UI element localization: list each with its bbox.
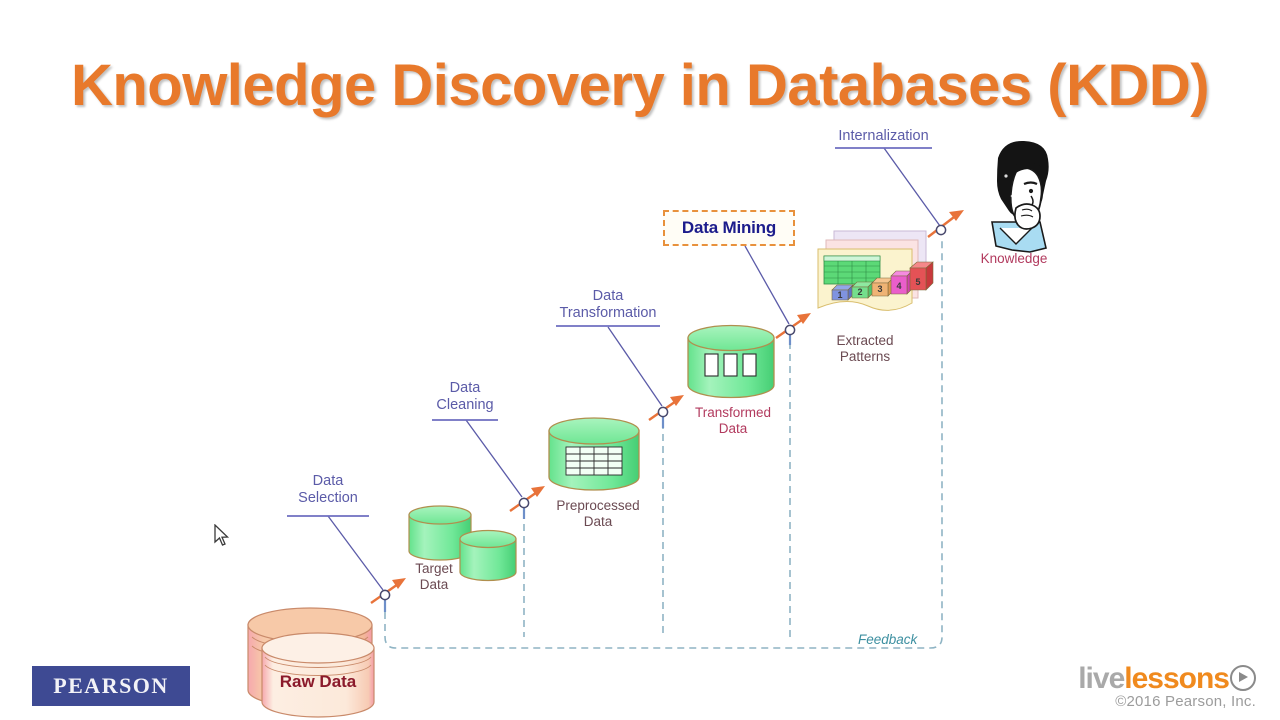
caption-target-data: Target Data — [400, 561, 468, 593]
caption-line1: Transformed — [694, 405, 772, 420]
step-label-line1: Data — [592, 288, 624, 304]
extracted-patterns-icon: 1 2 3 4 5 — [817, 230, 934, 311]
target-data-icon — [408, 505, 517, 582]
step-label-data-transformation: Data Transformation — [556, 288, 660, 322]
caption-preprocessed-data: Preprocessed Data — [536, 498, 660, 530]
leader-lines — [327, 147, 941, 591]
caption-line2: Patterns — [839, 349, 891, 364]
preprocessed-data-icon — [548, 417, 640, 491]
caption-transformed-data: Transformed Data — [674, 405, 792, 437]
step-label-line1: Data — [449, 380, 481, 396]
livelessons-live-text: live — [1078, 662, 1125, 695]
svg-text:4: 4 — [896, 281, 901, 291]
caption-line1: Preprocessed — [556, 498, 640, 513]
feedback-loop — [384, 240, 943, 649]
step-underlines — [287, 147, 932, 517]
mouse-cursor-icon — [214, 524, 230, 546]
svg-text:5: 5 — [915, 277, 920, 287]
data-mining-callout: Data Mining — [663, 210, 795, 246]
step-label-line2: Selection — [298, 490, 358, 506]
caption-line2: Data — [718, 421, 748, 436]
pearson-logo: PEARSON — [32, 666, 190, 706]
svg-text:1: 1 — [837, 290, 842, 300]
caption-knowledge: Knowledge — [962, 251, 1066, 267]
raw-data-icon: Raw Data — [247, 607, 375, 718]
caption-line2: Data — [583, 514, 613, 529]
page-title: Knowledge Discovery in Databases (KDD) — [70, 53, 1210, 118]
svg-text:2: 2 — [857, 287, 862, 297]
livelessons-logo: livelessons ©2016 Pearson, Inc. — [1078, 662, 1256, 710]
process-node-markers — [370, 210, 964, 612]
caption-line1: Target — [415, 561, 453, 576]
caption-line1: Knowledge — [980, 251, 1048, 266]
step-label-line2: Transformation — [559, 305, 657, 321]
data-mining-label: Data Mining — [681, 218, 777, 237]
pearson-logo-text: PEARSON — [53, 673, 169, 698]
caption-extracted-patterns: Extracted Patterns — [815, 333, 915, 365]
knowledge-person-icon — [991, 140, 1049, 253]
play-icon — [1230, 665, 1256, 691]
step-label-line1: Internalization — [838, 128, 929, 144]
step-label-data-cleaning: Data Cleaning — [424, 380, 506, 414]
step-label-data-selection: Data Selection — [287, 473, 369, 507]
transformed-data-icon — [687, 324, 775, 399]
step-label-line2: Cleaning — [436, 397, 494, 413]
copyright-text: ©2016 Pearson, Inc. — [1115, 693, 1256, 710]
step-label-internalization: Internalization — [835, 128, 932, 145]
livelessons-lessons-text: lessons — [1124, 662, 1230, 695]
caption-line2: Data — [419, 577, 449, 592]
caption-line1: Extracted — [836, 333, 894, 348]
svg-text:Raw Data: Raw Data — [280, 672, 357, 691]
feedback-label: Feedback — [855, 632, 921, 647]
step-label-line1: Data — [312, 473, 344, 489]
svg-text:3: 3 — [877, 284, 882, 294]
